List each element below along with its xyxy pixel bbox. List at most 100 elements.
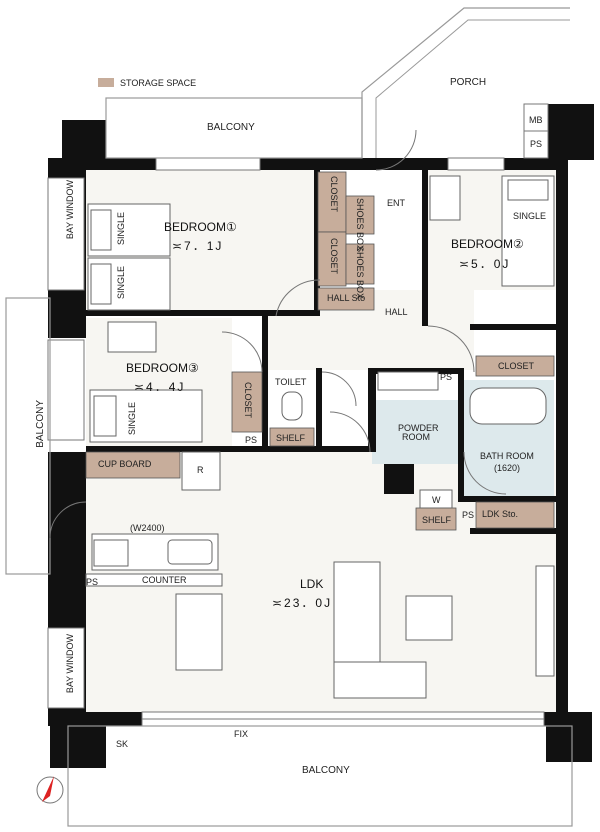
balcony-top (105, 97, 363, 159)
w2400-label: (W2400) (130, 523, 165, 533)
closet-bedroom1-b-label: CLOSET (329, 238, 339, 275)
window-bedroom1-top (155, 157, 261, 171)
ldk-label: LDK (300, 577, 324, 591)
balcony-left (5, 297, 51, 575)
bay-window-upper-label: BAY WINDOW (65, 180, 75, 240)
single-bed-3-label: SINGLE (127, 402, 137, 436)
wall-bed2-left (422, 170, 428, 326)
window-bay-lower (47, 627, 85, 709)
column-left-mid2 (50, 452, 86, 496)
washer-box (419, 489, 453, 509)
closet-bedroom1-a (317, 171, 347, 233)
balcony-bottom-label: BALCONY (302, 765, 350, 776)
sofa-short (333, 661, 427, 699)
wall-bed3-bottom (86, 446, 370, 452)
ldk-area: ≍23．0J (272, 596, 333, 610)
bedroom3-area: ≍4．4J (134, 380, 186, 394)
ent-label: ENT (387, 198, 405, 208)
wall-right (556, 158, 568, 726)
bedroom1-area: ≍7．1J (172, 239, 224, 253)
door-ldk (329, 411, 371, 453)
wall-bath-bottom (458, 496, 556, 502)
door-bed3 (221, 331, 263, 373)
dining-table (175, 593, 223, 671)
desk-bedroom3 (107, 321, 157, 353)
counter-label: COUNTER (142, 575, 187, 585)
legend-label: STORAGE SPACE (120, 78, 197, 88)
ldk-storage (475, 501, 555, 529)
toilet-label: TOILET (275, 377, 307, 387)
column-left-mid (50, 294, 86, 338)
door-entry (375, 129, 417, 171)
wall-toilet-right (316, 368, 322, 452)
wall-bed3-right (262, 316, 268, 452)
closet-bedroom2 (475, 355, 555, 377)
bedroom2-area: ≍5．0J (459, 257, 511, 271)
tv-board (535, 565, 555, 677)
ps-label-powder: PS (440, 372, 453, 382)
powder-room-label: POWDER ROOM (398, 423, 439, 442)
bay-window-lower-label: BAY WINDOW (65, 634, 75, 694)
window-left-bedroom3 (47, 339, 85, 441)
bedroom3-label: BEDROOM③ (126, 361, 199, 375)
mb-label: MB (529, 115, 543, 125)
wall-bed1-right (314, 170, 320, 316)
powder-shelf-label: SHELF (422, 515, 452, 525)
pillow-3 (93, 395, 117, 437)
stove (93, 539, 129, 567)
kitchen-sink (167, 539, 213, 565)
wall-bath-block (368, 368, 376, 452)
wall-ldksto-bottom (470, 528, 556, 534)
sk-label: SK (116, 739, 129, 749)
wall-powder-bottom (384, 464, 414, 494)
window-bedroom2-top (447, 157, 505, 171)
cup-board-label: CUP BOARD (98, 459, 152, 469)
door-bath (463, 451, 507, 495)
porch-outline-inner (375, 19, 570, 158)
door-bay (49, 501, 87, 539)
door-bed1 (275, 279, 321, 317)
pillow-1a (90, 209, 112, 251)
bedroom1-label: BEDROOM① (164, 220, 237, 234)
window-bay-upper (47, 177, 85, 291)
balcony-top-label: BALCONY (207, 122, 255, 133)
wall-bath-left (458, 368, 464, 498)
column-bottom-left (50, 712, 106, 768)
closet-bedroom3-label: CLOSET (243, 382, 253, 419)
bathtub (469, 387, 547, 425)
closet-bedroom3 (231, 371, 263, 433)
closet-bedroom1-a-label: CLOSET (329, 176, 339, 213)
single-bed-1a-label: SINGLE (116, 212, 126, 246)
ps-label-bedroom3: PS (245, 435, 258, 445)
wall-bath-top (368, 368, 462, 374)
ps-label-bath: PS (462, 510, 475, 520)
powder-room-floor (372, 400, 460, 464)
north-arrow-icon (42, 776, 54, 802)
shoes-box-a-label: SHOES BOX (355, 198, 365, 252)
wall-bed2-bottom (470, 324, 556, 330)
bath-size-label: (1620) (494, 463, 521, 473)
counter-bar (85, 573, 223, 587)
powder-sink (377, 371, 439, 391)
shoes-box-b (345, 243, 375, 285)
door-toilet (321, 371, 357, 407)
door-bed2 (427, 325, 475, 373)
pillow-2 (507, 179, 549, 201)
toilet-bowl (281, 391, 303, 421)
pillow-1b (90, 263, 112, 305)
porch-label: PORCH (450, 77, 487, 88)
column-top-right (548, 104, 594, 160)
shoes-box-a (345, 195, 375, 235)
wall-entry (362, 158, 376, 170)
balcony-bottom (67, 725, 573, 827)
toilet-shelf-label: SHELF (276, 433, 306, 443)
refrigerator-label: R (197, 465, 204, 475)
hall-storage (317, 287, 375, 311)
fix-label: FIX (234, 729, 249, 739)
wall-bed1-bottom (86, 310, 316, 316)
refrigerator-box (181, 451, 221, 491)
hall-label: HALL (385, 307, 408, 317)
column-bottom-right (546, 712, 592, 762)
ps-label-kitchen: PS (86, 577, 99, 587)
